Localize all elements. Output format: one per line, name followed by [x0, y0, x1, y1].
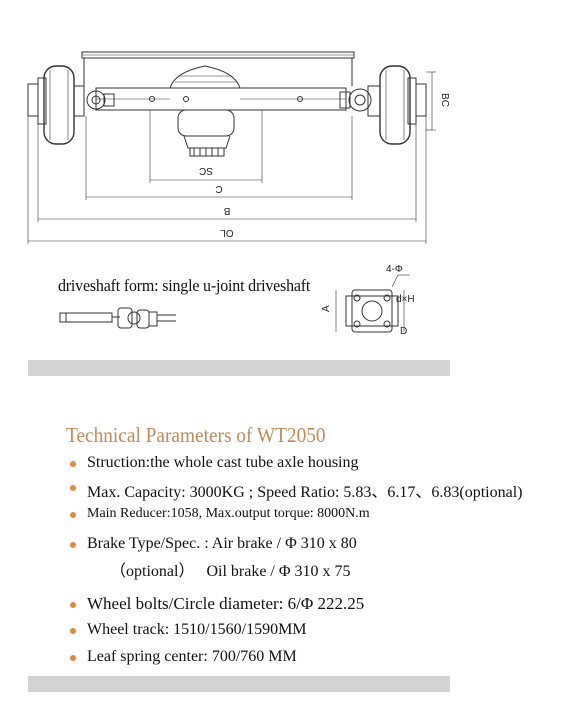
bullet-dot [70, 602, 76, 608]
bullet-dot [70, 512, 76, 518]
params-title: Technical Parameters of WT2050 [66, 423, 326, 447]
dim-label-c: C [215, 183, 222, 194]
dim-label-ol: OL [220, 227, 234, 238]
driveshaft-view [59, 307, 176, 329]
flange-view [335, 274, 410, 333]
bullet-dot [70, 461, 76, 467]
flange-label-dxh: d×H [396, 294, 415, 305]
flange-label-a: A [321, 305, 332, 312]
driveshaft-caption: driveshaft form: single u-joint drivesha… [58, 276, 311, 295]
flange-label-d: D [400, 326, 407, 337]
bullet-dot [70, 485, 76, 491]
bullet-dot [70, 655, 76, 661]
dim-label-b: B [223, 205, 230, 216]
dim-label-sc: SC [199, 165, 213, 176]
divider-band-bottom [28, 676, 450, 692]
flange-label-holes: 4-Φ [386, 264, 403, 275]
dim-label-bc: BC [439, 93, 450, 107]
bullet-dot [70, 628, 76, 634]
axle-drawing: SC C B OL BC 4-Φ d×H A D [27, 51, 450, 337]
divider-band [28, 360, 450, 376]
bullet-dot [70, 542, 76, 548]
